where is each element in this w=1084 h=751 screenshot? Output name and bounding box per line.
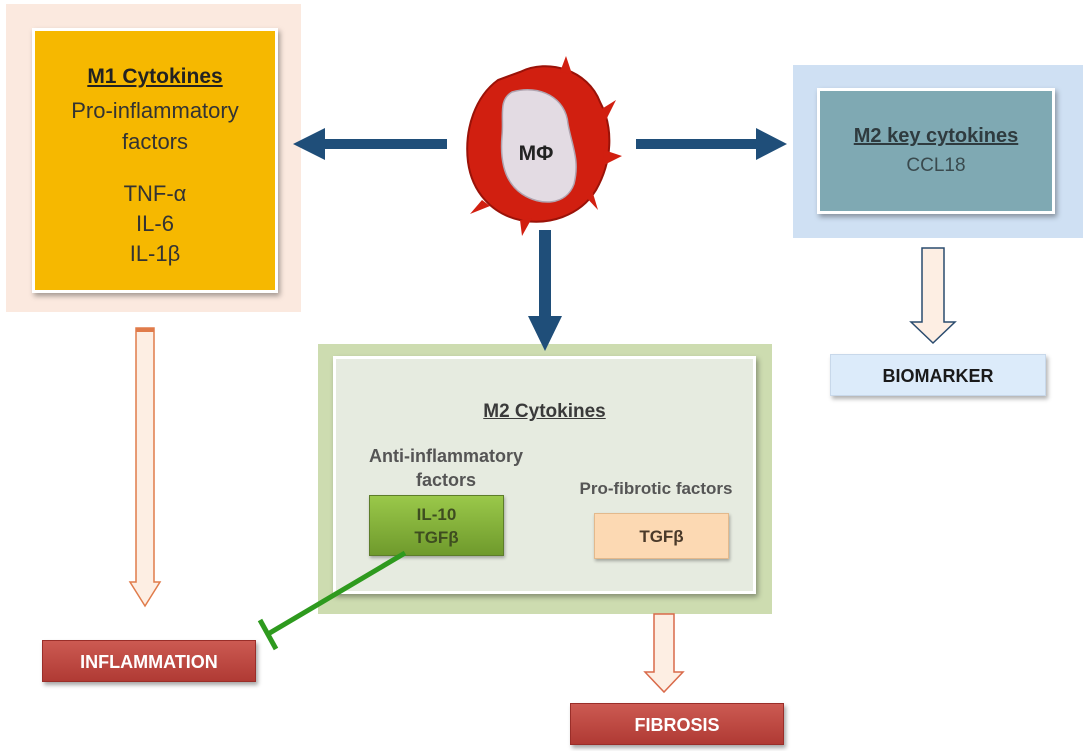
- m1-item-tnf: TNF-α: [123, 181, 187, 206]
- m1-title: M1 Cytokines: [87, 65, 223, 88]
- anti-inflammatory-box: IL-10 TGFβ: [369, 495, 504, 556]
- m2-key-cytokines-box: M2 key cytokines CCL18: [817, 88, 1055, 214]
- biomarker-box: BIOMARKER: [830, 354, 1046, 396]
- anti-item-tgfb: TGFβ: [414, 528, 459, 547]
- hollow-arrow-to-inflammation: [128, 327, 162, 608]
- inflammation-box: INFLAMMATION: [42, 640, 256, 682]
- hollow-arrow-to-fibrosis: [643, 613, 685, 694]
- arrow-to-m1: [293, 128, 447, 160]
- m2-key-title: M2 key cytokines: [853, 125, 1019, 147]
- macrophage-label: MΦ: [519, 142, 554, 165]
- m1-item-il6: IL-6: [136, 211, 174, 236]
- m2-key-item: CCL18: [906, 155, 966, 176]
- anti-inflammatory-label: Anti-inflammatory factors: [368, 446, 523, 490]
- m1-subtitle: Pro-inflammatory factors: [71, 98, 239, 154]
- arrow-to-m2: [528, 230, 562, 351]
- pro-fibrotic-box: TGFβ: [594, 513, 729, 559]
- m1-item-il1: IL-1β: [129, 241, 181, 266]
- pro-fibrotic-label: Pro-fibrotic factors: [579, 479, 733, 498]
- arrow-to-m2-key: [636, 128, 787, 160]
- m1-items: TNF-α IL-6 IL-1β: [35, 179, 275, 269]
- anti-item-il10: IL-10: [416, 505, 457, 524]
- m1-cytokines-box: M1 Cytokines Pro-inflammatory factors TN…: [32, 28, 278, 293]
- inhibition-line: [257, 550, 407, 651]
- m2-title: M2 Cytokines: [483, 401, 606, 422]
- macrophage-cell-icon: [466, 56, 622, 236]
- fibrosis-box: FIBROSIS: [570, 703, 784, 745]
- hollow-arrow-to-biomarker: [909, 247, 957, 345]
